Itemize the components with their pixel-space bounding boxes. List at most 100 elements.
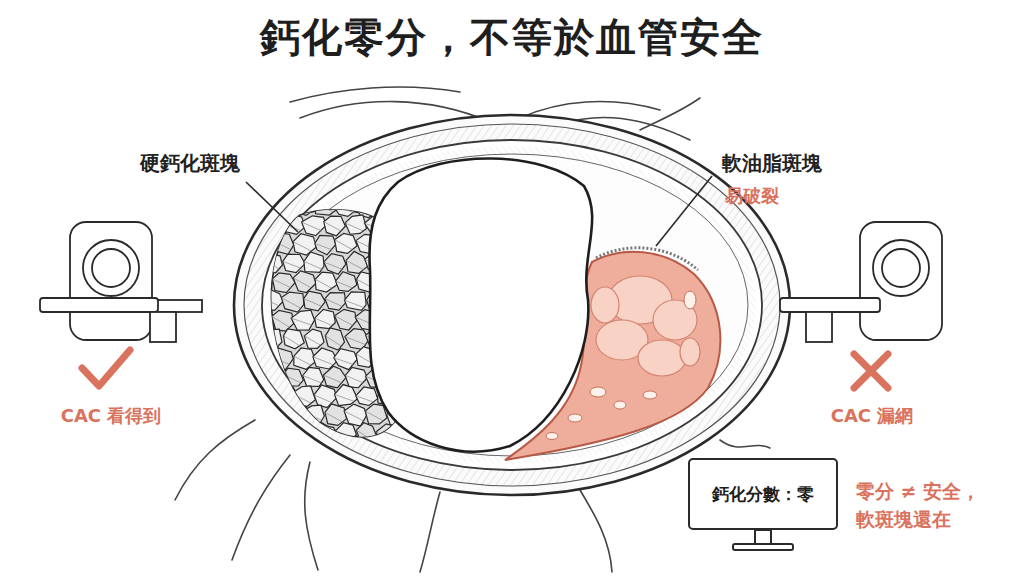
fragment-facet <box>293 242 311 251</box>
calcium-fragment <box>304 252 324 272</box>
calcium-fragment <box>272 273 295 293</box>
fragment-facet <box>325 299 342 307</box>
fragment-facet <box>302 411 322 420</box>
calcium-fragment <box>315 309 336 328</box>
fragment-facet <box>335 432 352 440</box>
fragment-facet <box>335 240 353 250</box>
fragment-facet <box>376 432 394 440</box>
fragment-facet <box>262 337 279 345</box>
calcium-fragment <box>292 196 314 215</box>
leader-line <box>656 176 712 246</box>
fragment-facet <box>333 206 353 213</box>
fragment-facet <box>249 281 269 287</box>
calcium-fragment <box>304 329 324 348</box>
calcium-fragment <box>250 387 274 407</box>
fragment-facet <box>273 431 291 439</box>
fragment-facet <box>304 299 322 307</box>
fragment-facet <box>272 395 290 402</box>
fragment-facet <box>261 259 279 269</box>
calcium-fragment <box>292 386 316 407</box>
calcium-fragment <box>334 349 357 370</box>
calcium-fragment <box>251 310 272 330</box>
fragment-facet <box>334 394 354 401</box>
fragment-facet <box>281 298 300 309</box>
calcium-fragment <box>345 215 366 234</box>
fragment-facet <box>260 376 280 383</box>
droplet <box>684 291 696 309</box>
calcium-fragment <box>293 423 315 444</box>
droplet <box>568 414 582 422</box>
calcium-fragment <box>280 214 305 234</box>
ct-table <box>152 300 202 312</box>
fragment-facet <box>250 357 271 363</box>
calcium-fragment <box>273 424 294 443</box>
adventitia-outer <box>234 115 790 495</box>
fragment-facet <box>291 318 312 325</box>
calcium-fragment <box>272 195 294 216</box>
lipid-blob <box>638 340 686 376</box>
droplet <box>546 433 558 440</box>
calcium-fragment <box>272 348 293 369</box>
fragment-facet <box>283 412 301 420</box>
calcium-fragment <box>283 405 304 424</box>
fragment-facet <box>251 316 268 327</box>
calcium-fragment <box>252 232 275 253</box>
fragment-facet <box>292 205 310 213</box>
fragment-facet <box>293 430 310 439</box>
adventitia-texture <box>244 124 780 486</box>
calcium-fragment <box>345 329 369 350</box>
monitor-base <box>733 544 793 550</box>
calcium-fragment <box>293 271 316 293</box>
fragment-facet <box>250 395 269 403</box>
calcium-fragment <box>315 235 336 254</box>
fragment-facet <box>345 300 364 307</box>
calcium-fragment <box>291 310 314 330</box>
scan-result: CAC 漏網 <box>831 404 914 428</box>
plaque-label: 硬鈣化斑塊 <box>140 150 240 177</box>
tissue-fiber <box>640 98 700 130</box>
tissue-fiber <box>290 87 460 102</box>
calcium-fragment <box>283 329 304 349</box>
calcium-fragment <box>262 329 282 348</box>
ct-ring <box>83 240 139 296</box>
media-texture <box>268 146 756 464</box>
calcium-fragment <box>272 386 293 406</box>
calcium-fragment <box>302 216 327 236</box>
calcium-fragment <box>324 254 346 275</box>
lipid-core <box>591 276 700 376</box>
fragment-facet <box>261 415 279 420</box>
droplet <box>590 387 606 397</box>
calcium-fragment <box>346 251 368 273</box>
fragment-facet <box>324 222 341 231</box>
fragment-facet <box>312 431 332 440</box>
leader-line <box>246 182 298 232</box>
ct-base <box>806 312 832 342</box>
ct-scanner <box>40 222 202 342</box>
ct-bed <box>780 298 880 312</box>
droplet <box>643 391 657 399</box>
monitor-neck <box>755 530 771 544</box>
calcium-fragment <box>294 348 316 369</box>
calcium-fragment <box>261 406 284 426</box>
monitor-screen: 鈣化分數：零 <box>688 458 838 530</box>
fragment-facet <box>283 261 301 268</box>
fragment-facet <box>272 358 289 364</box>
fragment-facet <box>252 431 270 439</box>
ct-gantry <box>860 222 942 340</box>
plaque-label: 軟油脂斑塊 <box>722 150 822 177</box>
ct-bore <box>92 249 130 287</box>
ct-base <box>150 312 176 342</box>
calcium-fragment <box>302 405 324 424</box>
calcium-fragment <box>325 328 344 350</box>
ct-bore <box>882 249 920 287</box>
calcium-fragment <box>335 423 357 445</box>
calcium-fragment <box>354 196 378 218</box>
fragment-facet <box>313 357 333 365</box>
calcium-fragment <box>356 387 378 405</box>
calcium-fragment <box>335 233 357 253</box>
fragment-facet <box>272 241 291 250</box>
calcium-fragment <box>325 293 346 311</box>
fragment-facet <box>304 261 322 269</box>
calcium-fragment <box>336 272 357 292</box>
